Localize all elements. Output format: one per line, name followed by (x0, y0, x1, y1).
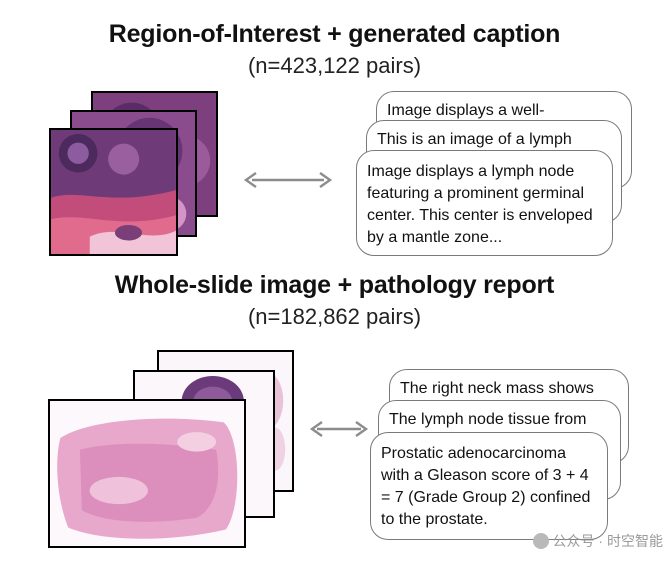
roi-tissue-front (51, 130, 176, 254)
roi-caption-front-text: Image displays a lymph node featuring a … (367, 163, 593, 246)
wsi-title: Whole-slide image + pathology report (114, 271, 555, 299)
wsi-report-back-text: The right neck mass shows (400, 380, 594, 397)
wsi-report-front-text: Prostatic adenocarcinoma with a Gleason … (381, 445, 591, 528)
roi-caption-back-text: Image displays a well- (387, 102, 545, 119)
wsi-image-front (48, 399, 246, 548)
roi-title: Region-of-Interest + generated caption (108, 20, 561, 48)
watermark: 公众号 · 时空智能 (532, 531, 663, 551)
wsi-tissue-front (50, 401, 244, 546)
wsi-report-card-front: Prostatic adenocarcinoma with a Gleason … (370, 432, 608, 540)
watermark-logo-icon (532, 533, 549, 549)
wsi-section-heading: Whole-slide image + pathology report (n=… (0, 271, 669, 330)
wsi-bidirectional-arrow-icon (309, 421, 369, 437)
watermark-text: 公众号 · 时空智能 (552, 533, 663, 549)
roi-image-front (49, 128, 178, 256)
wsi-subtitle: (n=182,862 pairs) (247, 304, 422, 329)
roi-caption-card-front: Image displays a lymph node featuring a … (356, 150, 613, 256)
roi-section-heading: Region-of-Interest + generated caption (… (0, 20, 669, 79)
roi-bidirectional-arrow-icon (243, 172, 333, 188)
roi-caption-middle-text: This is an image of a lymph (377, 131, 572, 148)
wsi-report-middle-text: The lymph node tissue from (389, 411, 587, 428)
roi-subtitle: (n=423,122 pairs) (247, 53, 422, 78)
